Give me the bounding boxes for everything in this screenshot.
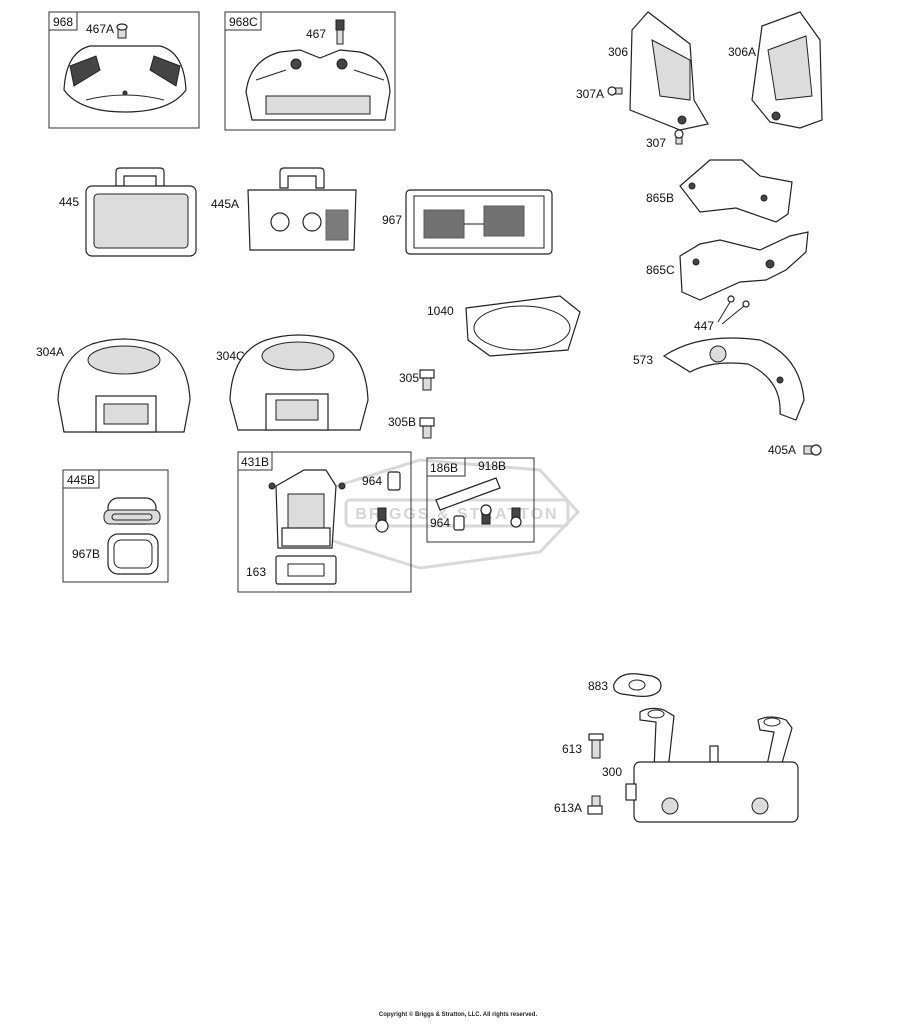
part-186B-group: 186B 918B 964: [426, 457, 535, 543]
fittings-186B: [480, 504, 522, 528]
label-613: 613: [562, 742, 582, 756]
label-467: 467: [306, 27, 326, 41]
label-613A: 613A: [554, 801, 582, 815]
label-865C: 865C: [646, 263, 675, 277]
screw-405A: [803, 444, 822, 456]
box-968: [48, 11, 200, 129]
watermark-text: BRIGGS & STRATTON: [355, 506, 558, 523]
label-306: 306: [608, 45, 628, 59]
label-307: 307: [646, 136, 666, 150]
element-967B: [107, 533, 159, 575]
label-163: 163: [246, 565, 266, 579]
label-305B: 305B: [388, 415, 416, 429]
filter-445B: [103, 497, 161, 525]
shroud-306A: 306A: [728, 11, 823, 129]
label-1040: 1040: [427, 304, 454, 318]
shield-865C: 865C: [646, 231, 809, 301]
hose-918B: [435, 477, 501, 511]
label-967B: 967B: [72, 547, 100, 561]
part-431B-group: 431B 964 163: [237, 451, 412, 593]
label-307A: 307A: [576, 87, 604, 101]
box-445B-tag: [62, 469, 100, 489]
box-445B: [62, 469, 169, 583]
tube-964-b: [453, 515, 465, 531]
housing-304A: 304A: [36, 338, 191, 433]
filter-445A: 445A: [211, 167, 357, 251]
label-918B: 918B: [478, 459, 506, 473]
box-431B-tag: [237, 451, 273, 471]
filter-445: 445: [59, 167, 197, 257]
copyright-notice: Copyright © Briggs & Stratton, LLC. All …: [378, 1012, 538, 1018]
bolt-613A: [587, 795, 603, 815]
label-186B: 186B: [430, 461, 458, 475]
bracket-573: 573: [633, 337, 805, 421]
shield-865B: 865B: [646, 159, 793, 223]
label-445A: 445A: [211, 197, 239, 211]
box-431B: [237, 451, 412, 593]
gasket-883: 883: [588, 673, 662, 697]
label-573: 573: [633, 353, 653, 367]
bolt-305: [419, 369, 435, 391]
part-445B-group: 445B 967B: [62, 469, 169, 583]
base-431B: [268, 469, 346, 549]
screw-467A: [116, 23, 128, 39]
label-405A: 405A: [768, 443, 796, 457]
label-883: 883: [588, 679, 608, 693]
box-968C: [224, 11, 396, 131]
box-186B: [426, 457, 535, 543]
screw-307A: [607, 86, 623, 96]
cover-968C: [245, 49, 391, 121]
label-964-b: 964: [430, 516, 450, 530]
label-304A: 304A: [36, 345, 64, 359]
screws-447: [717, 295, 750, 325]
box-186B-tag: [426, 457, 466, 477]
muffler-300: 300: [602, 707, 799, 823]
bolt-613: [588, 733, 604, 759]
label-865B: 865B: [646, 191, 674, 205]
cover-968: [63, 45, 187, 113]
knob-467: [335, 19, 345, 45]
label-968C: 968C: [229, 15, 258, 29]
shroud-306: 306: [608, 11, 709, 131]
label-445B: 445B: [67, 473, 95, 487]
tube-964-a: [387, 471, 401, 491]
box-968-tag: [48, 11, 78, 31]
label-445: 445: [59, 195, 79, 209]
part-968-group: 968 467A: [48, 11, 200, 129]
bolt-305B: [419, 417, 435, 439]
label-305: 305: [399, 371, 419, 385]
label-306A: 306A: [728, 45, 756, 59]
gasket-1040: 1040: [427, 295, 581, 357]
housing-304C: 304C: [216, 334, 369, 431]
screw-307: [674, 129, 684, 145]
label-300: 300: [602, 765, 622, 779]
box-968C-tag: [224, 11, 262, 31]
label-304C: 304C: [216, 349, 245, 363]
part-968C-group: 968C 467: [224, 11, 396, 131]
label-964-a: 964: [362, 474, 382, 488]
label-447: 447: [694, 319, 714, 333]
label-967: 967: [382, 213, 402, 227]
fitting-431B: [375, 507, 389, 533]
label-467A: 467A: [86, 22, 114, 36]
gasket-163: [275, 555, 337, 585]
element-967: 967: [382, 189, 553, 255]
label-968: 968: [53, 15, 73, 29]
label-431B: 431B: [241, 455, 269, 469]
